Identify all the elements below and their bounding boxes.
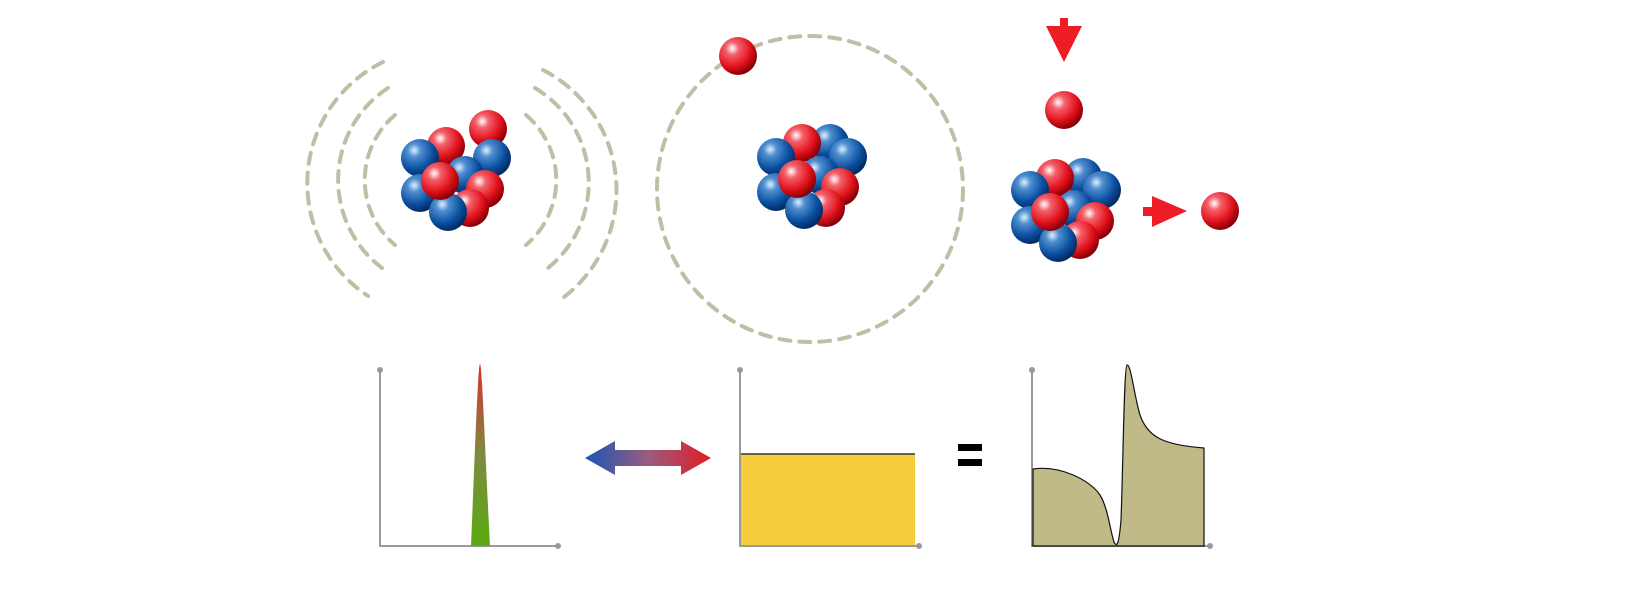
free-protons	[719, 37, 1239, 230]
nucleus-right	[1011, 158, 1121, 262]
flat-fill	[741, 454, 915, 545]
resonance-peak	[471, 364, 490, 546]
proton	[469, 110, 507, 148]
proton	[1201, 192, 1239, 230]
result-curve	[1032, 364, 1205, 547]
proton	[1045, 91, 1083, 129]
nucleus-center	[757, 124, 867, 229]
double-arrow-icon	[585, 441, 711, 475]
neutron	[785, 191, 823, 229]
proton	[719, 37, 757, 75]
proton	[1031, 193, 1069, 231]
outgoing-arrow-icon	[1143, 196, 1187, 227]
proton	[778, 160, 816, 198]
nucleus-left	[401, 110, 511, 231]
neutron	[1039, 224, 1077, 262]
orbit-circle	[655, 34, 965, 344]
neutron	[473, 139, 511, 177]
neutron	[429, 193, 467, 231]
incoming-arrow-icon	[1046, 18, 1082, 62]
equals-sign-icon	[958, 444, 982, 466]
emitted-waves-left	[305, 60, 619, 302]
proton	[421, 162, 459, 200]
graph-flat-background	[737, 367, 922, 549]
graph-interference-result	[1029, 364, 1213, 549]
neutron	[829, 138, 867, 176]
neutron	[1083, 171, 1121, 209]
graph-narrow-resonance	[377, 364, 561, 549]
